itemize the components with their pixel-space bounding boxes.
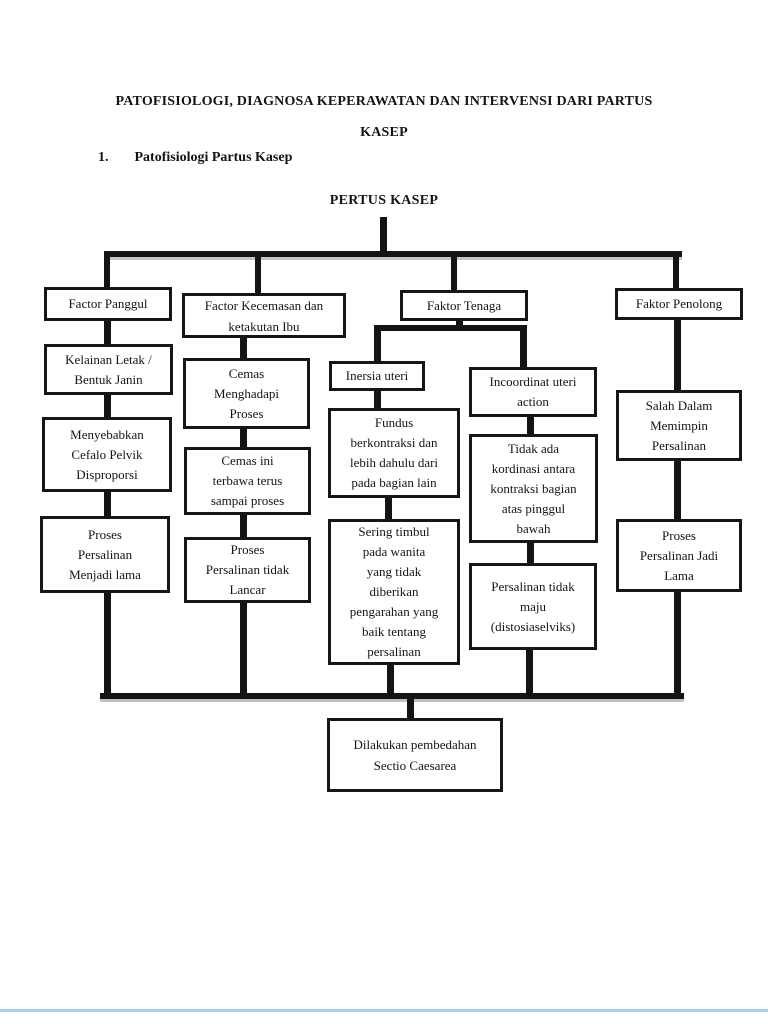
node-menyebabkan-cefalo: Menyebabkan Cefalo Pelvik Disproporsi bbox=[42, 417, 172, 492]
node-incoordinat-uteri: Incoordinat uteri action bbox=[469, 367, 597, 417]
node-faktor-penolong: Faktor Penolong bbox=[615, 288, 743, 320]
connector-root-stem bbox=[380, 217, 387, 254]
connector-col4 bbox=[674, 319, 681, 391]
document-title-line-2: KASEP bbox=[360, 125, 408, 140]
section-heading: 1. Patofisiologi Partus Kasep bbox=[98, 150, 292, 166]
connector-col1-to-converge bbox=[104, 592, 111, 696]
connector-col3b bbox=[527, 542, 534, 564]
node-factor-panggul: Factor Panggul bbox=[44, 287, 172, 321]
connector-branch-col2 bbox=[255, 251, 261, 294]
connector-col3b-to-converge bbox=[526, 649, 533, 696]
section-number: 1. bbox=[98, 150, 109, 165]
node-sering-timbul: Sering timbul pada wanita yang tidak dib… bbox=[328, 519, 460, 665]
node-fundus-berkontraksi: Fundus berkontraksi dan lebih dahulu dar… bbox=[328, 408, 460, 498]
connector-col2-to-converge bbox=[240, 602, 247, 696]
connector-tenaga-split-line bbox=[374, 325, 527, 331]
node-cemas-terbawa: Cemas ini terbawa terus sampai proses bbox=[184, 447, 311, 515]
connector-col1 bbox=[104, 491, 111, 518]
connector-col2 bbox=[240, 514, 247, 538]
connector-col1 bbox=[104, 320, 111, 346]
document-title-line-1: PATOFISIOLOGI, DIAGNOSA KEPERAWATAN DAN … bbox=[115, 94, 653, 109]
connector-branch-col1 bbox=[104, 251, 110, 288]
node-cemas-menghadapi: Cemas Menghadapi Proses bbox=[183, 358, 310, 429]
node-persalinan-tidak-maju: Persalinan tidak maju (distosiaselviks) bbox=[469, 563, 597, 650]
node-proses-jadi-lama: Proses Persalinan Jadi Lama bbox=[616, 519, 742, 592]
connector-col3b bbox=[527, 416, 534, 435]
node-faktor-tenaga: Faktor Tenaga bbox=[400, 290, 528, 321]
connector-branch-col4 bbox=[673, 251, 679, 289]
connector-col3a bbox=[385, 497, 392, 520]
connector-col3a bbox=[374, 390, 381, 409]
page-edge-line bbox=[0, 1009, 768, 1012]
connector-tenaga-right-drop bbox=[520, 325, 527, 368]
flowchart-root-title: PERTUS KASEP bbox=[329, 193, 439, 208]
connector-converge-line bbox=[100, 693, 684, 699]
node-kelainan-letak: Kelainan Letak / Bentuk Janin bbox=[44, 344, 173, 395]
connector-final-stem bbox=[407, 698, 414, 719]
connector-top-branch-line bbox=[104, 251, 682, 257]
connector-tenaga-left-drop bbox=[374, 325, 381, 362]
connector-col3a-to-converge bbox=[387, 664, 394, 696]
section-title: Patofisiologi Partus Kasep bbox=[134, 150, 293, 165]
node-proses-tidak-lancar: Proses Persalinan tidak Lancar bbox=[184, 537, 311, 603]
connector-col4 bbox=[674, 460, 681, 520]
node-salah-memimpin: Salah Dalam Memimpin Persalinan bbox=[616, 390, 742, 461]
connector-branch-col3 bbox=[451, 251, 457, 291]
connector-col2 bbox=[240, 428, 247, 448]
connector-col2 bbox=[240, 337, 247, 359]
connector-col1 bbox=[104, 394, 111, 418]
document-title: PATOFISIOLOGI, DIAGNOSA KEPERAWATAN DAN … bbox=[0, 86, 768, 148]
node-tidak-ada-kordinasi: Tidak ada kordinasi antara kontraksi bag… bbox=[469, 434, 598, 543]
node-inersia-uteri: Inersia uteri bbox=[329, 361, 425, 391]
node-sectio-caesarea: Dilakukan pembedahan Sectio Caesarea bbox=[327, 718, 503, 792]
node-proses-menjadi-lama: Proses Persalinan Menjadi lama bbox=[40, 516, 170, 593]
connector-col4-to-converge bbox=[674, 591, 681, 695]
node-factor-kecemasan: Factor Kecemasan dan ketakutan Ibu bbox=[182, 293, 346, 338]
